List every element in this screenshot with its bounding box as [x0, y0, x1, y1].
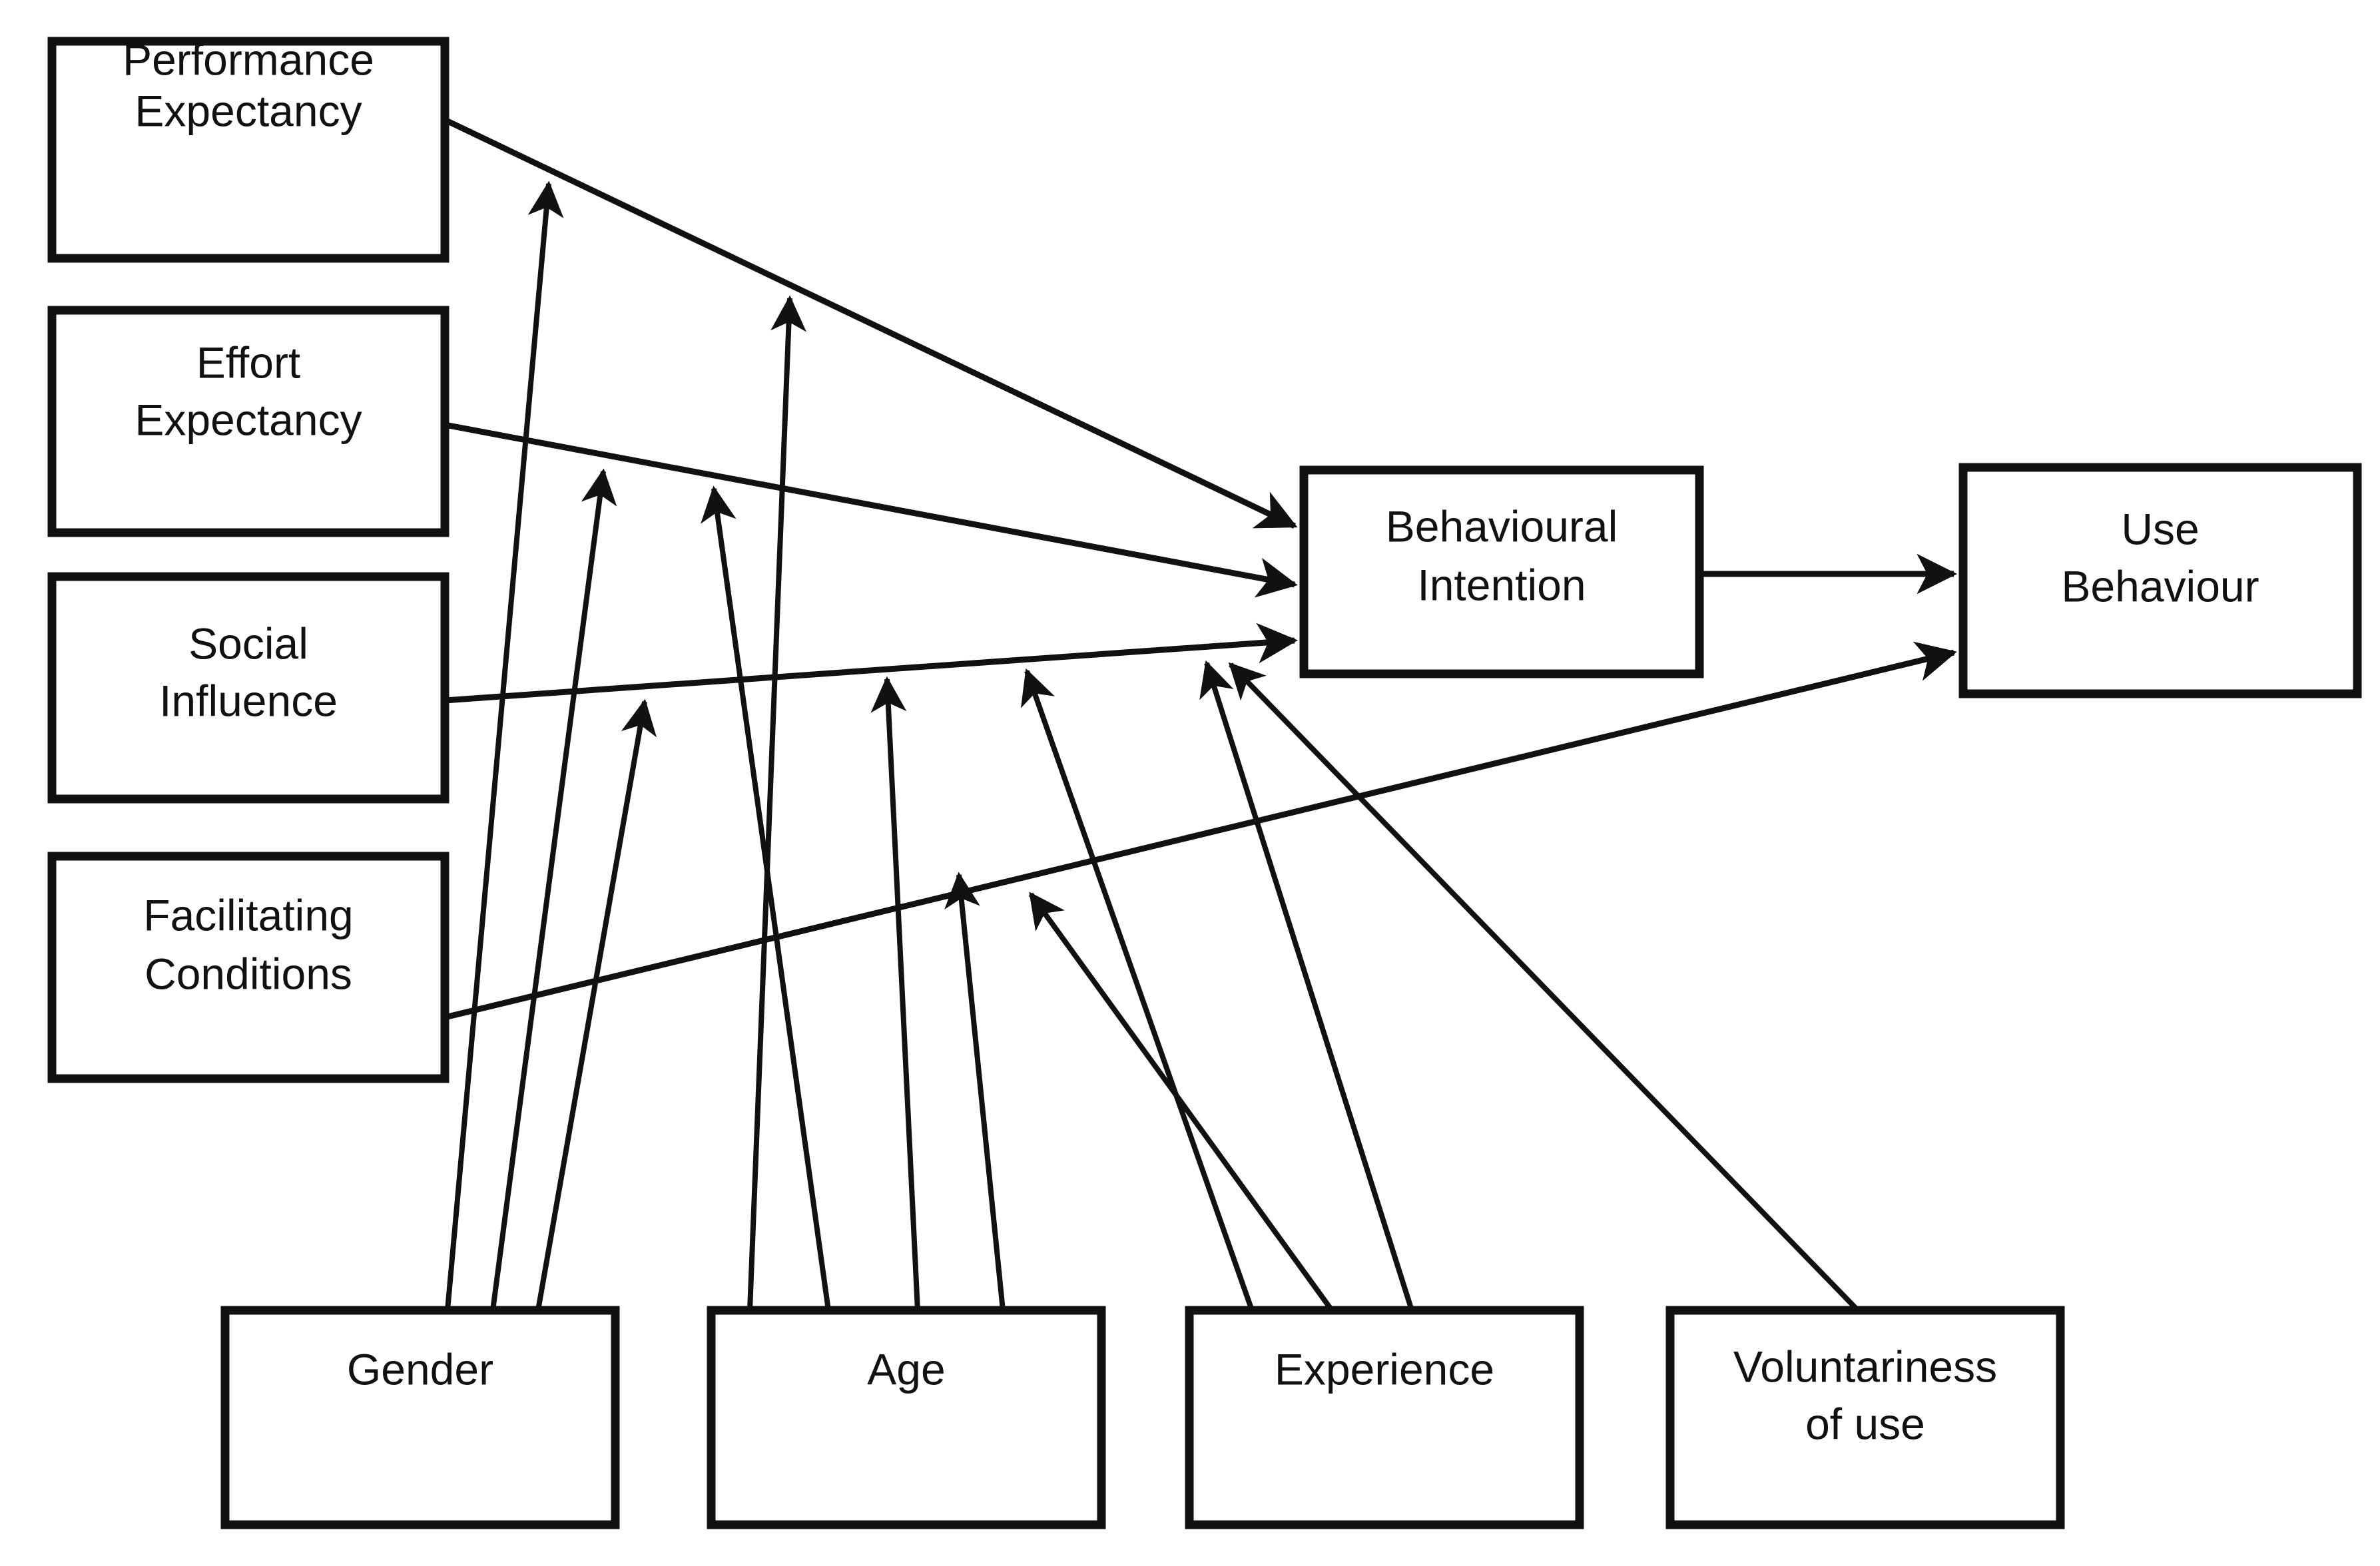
moderator-link-experience-to-ee-bi: [1020, 668, 1255, 1312]
node-social-influence[interactable]: Social Influence: [47, 572, 449, 804]
moderator-link-voluntariness-to-si-bi: [1228, 662, 1860, 1312]
node-label-experience: Experience: [1275, 1344, 1494, 1394]
node-use-behaviour[interactable]: Use Behaviour: [1958, 463, 2362, 698]
node-label-voluntariness-of-use-line2: of use: [1805, 1399, 1925, 1448]
node-label-facilitating-conditions-line2: Conditions: [145, 949, 352, 998]
node-facilitating-conditions[interactable]: Facilitating Conditions: [47, 852, 449, 1083]
node-performance-expectancy[interactable]: Performance Expectancy: [47, 35, 449, 263]
node-voluntariness-of-use[interactable]: Voluntariness of use: [1665, 1306, 2065, 1529]
moderator-link-layer: [445, 180, 1860, 1312]
node-label-social-influence-line1: Social: [188, 619, 308, 668]
moderator-link-age-to-ee-bi: [701, 485, 831, 1311]
node-label-use-behaviour-line2: Behaviour: [2061, 561, 2259, 611]
node-label-behavioural-intention-line1: Behavioural: [1386, 501, 1618, 551]
node-experience[interactable]: Experience: [1185, 1306, 1584, 1529]
node-age[interactable]: Age: [707, 1306, 1106, 1529]
node-effort-expectancy[interactable]: Effort Expectancy: [47, 306, 449, 537]
node-label-performance-expectancy-line2: Expectancy: [135, 86, 362, 135]
link-facilitating-conditions-to-use-behaviour: [444, 641, 1957, 1021]
node-label-use-behaviour-line1: Use: [2121, 504, 2199, 553]
link-performance-expectancy-to-behavioural-intention: [444, 117, 1298, 529]
node-label-performance-expectancy-line1: Performance: [123, 35, 374, 84]
link-layer: [444, 117, 1958, 1021]
moderator-link-gender-to-ee-bi: [490, 468, 617, 1311]
moderator-link-experience-to-si-bi: [1028, 892, 1335, 1312]
node-label-facilitating-conditions-line1: Facilitating: [143, 890, 353, 939]
moderator-link-age-to-pe-bi: [747, 295, 807, 1311]
node-label-gender: Gender: [347, 1344, 493, 1394]
node-layer: Performance Expectancy Effort Expectancy…: [47, 35, 2362, 1529]
node-label-effort-expectancy-line2: Expectancy: [135, 395, 362, 444]
moderator-link-age-to-fc-ub: [944, 872, 1006, 1311]
moderator-link-experience-to-fc-ub: [1199, 660, 1414, 1312]
node-label-effort-expectancy-line1: Effort: [196, 338, 301, 387]
moderator-link-gender-to-si-bi: [535, 698, 657, 1311]
node-gender[interactable]: Gender: [220, 1306, 620, 1529]
node-label-voluntariness-of-use-line1: Voluntariness: [1733, 1342, 1997, 1391]
node-behavioural-intention[interactable]: Behavioural Intention: [1299, 465, 1704, 678]
link-social-influence-to-behavioural-intention: [444, 623, 1299, 704]
moderator-link-gender-to-pe-bi: [445, 180, 564, 1311]
node-label-age: Age: [867, 1344, 945, 1394]
node-label-behavioural-intention-line2: Intention: [1417, 560, 1586, 609]
node-label-social-influence-line2: Influence: [159, 676, 338, 725]
link-effort-expectancy-to-behavioural-intention: [444, 421, 1298, 598]
moderator-link-age-to-si-bi: [870, 676, 920, 1311]
